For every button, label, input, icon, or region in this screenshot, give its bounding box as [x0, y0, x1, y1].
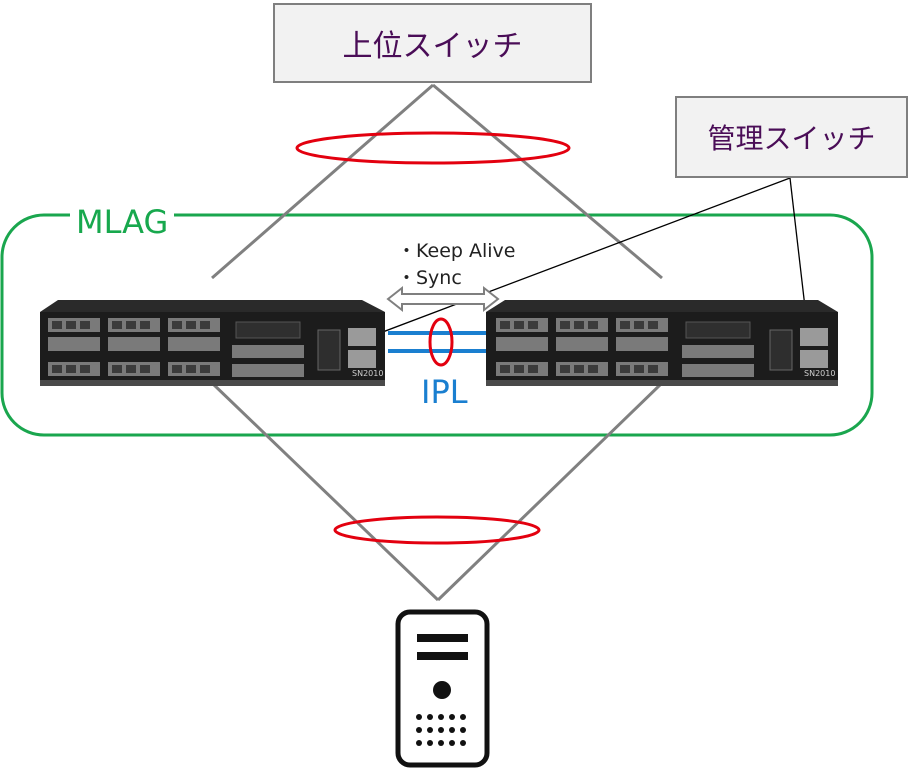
downlink-left [210, 381, 440, 602]
ipl-label: IPL [421, 373, 468, 411]
switch-right-model: SN2010 [804, 369, 835, 378]
ipl-lag-ellipse [428, 317, 454, 367]
mgmt-switch-label: 管理スイッチ [707, 122, 876, 155]
mgmt-link-right [789, 177, 807, 317]
upper-switch-box: 上位スイッチ [273, 3, 592, 83]
upper-switch-label: 上位スイッチ [342, 29, 523, 64]
keepalive-sync-arrow [386, 285, 500, 313]
downlink-right [436, 381, 664, 602]
mgmt-link-left [379, 177, 791, 334]
keepalive-label: ・Keep Alive [397, 240, 516, 262]
sync-label: ・Sync [397, 267, 462, 289]
mgmt-switch-box: 管理スイッチ [675, 96, 908, 178]
mlag-label: MLAG [70, 203, 175, 241]
uplink-left [211, 83, 434, 280]
upper-lag-ellipse [295, 131, 571, 165]
switch-left-model: SN2010 [352, 369, 383, 378]
switch-left: SN2010 [40, 300, 385, 386]
lower-lag-ellipse [333, 515, 541, 545]
server-icon [395, 609, 490, 768]
mlag-group-frame [0, 213, 874, 437]
uplink-right [432, 83, 663, 280]
switch-right: SN2010 [486, 300, 838, 386]
